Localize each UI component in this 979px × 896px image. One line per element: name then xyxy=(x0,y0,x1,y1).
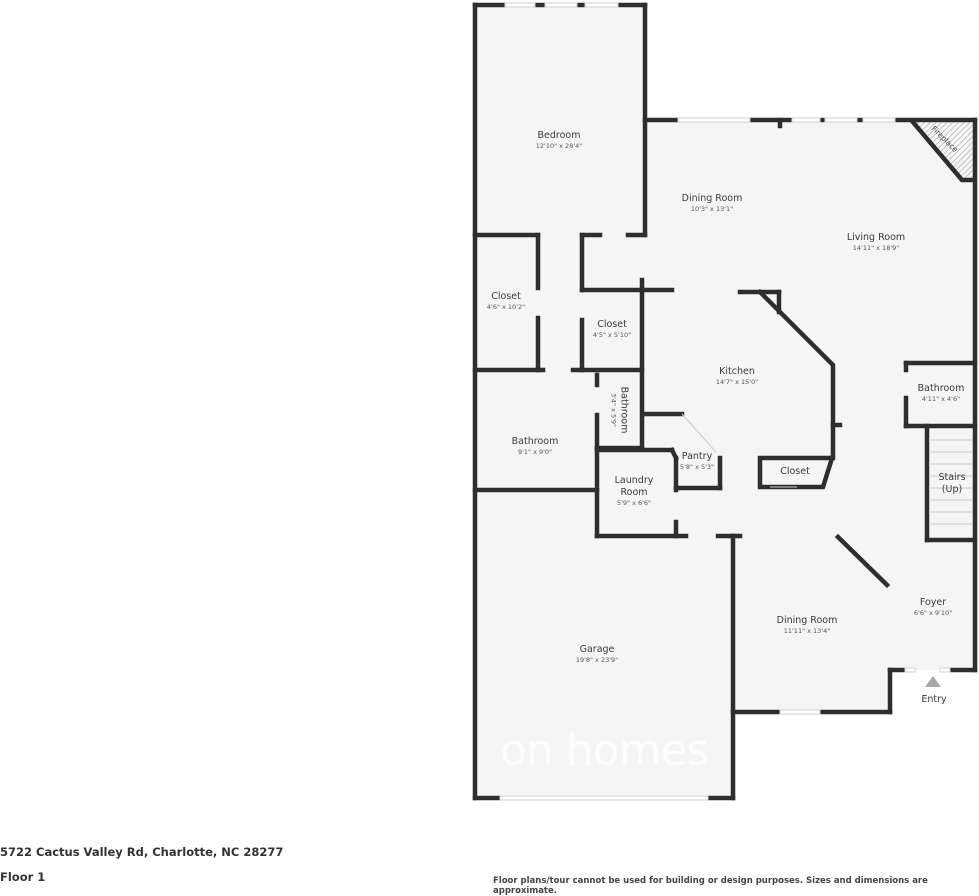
room-dimensions: 11'11" x 13'4" xyxy=(783,627,831,635)
room-dimensions: 3'4" x 5'9" xyxy=(609,392,618,428)
room-name: Bathroom xyxy=(618,386,630,434)
room-dimensions: 19'8" x 23'9" xyxy=(575,656,619,664)
room-bathroom-left: Bathroom 9'1" x 9'0" xyxy=(512,436,559,457)
entry-label: Entry xyxy=(921,694,947,705)
windows xyxy=(499,2,951,801)
room-dimensions: 14'11" x 18'9" xyxy=(852,244,900,252)
room-kitchen: Kitchen 14'7" x 15'0" xyxy=(716,366,758,387)
room-name: Dining Room xyxy=(681,193,743,204)
room-dimensions: 4'11" x 4'6" xyxy=(921,395,961,403)
watermark: on homes xyxy=(500,725,709,776)
room-closet-mid: Closet 4'5" x 5'10" xyxy=(593,319,631,340)
room-pantry: Pantry 5'8" x 5'3" xyxy=(680,451,714,472)
room-name: Closet xyxy=(491,291,521,302)
room-dining-upper: Dining Room 10'3" x 13'1" xyxy=(682,193,743,214)
room-dimensions: 9'1" x 9'0" xyxy=(517,448,553,456)
room-name: Garage xyxy=(579,644,615,655)
room-laundry: Laundry Room 5'9" x 6'6" xyxy=(615,475,654,508)
interior-walls xyxy=(472,232,978,589)
room-name: Foyer xyxy=(919,597,947,608)
room-name-line2: Room xyxy=(620,487,648,498)
room-closet-kitchen: Closet xyxy=(780,466,810,478)
room-name: Bathroom xyxy=(511,436,559,447)
disclaimer: Floor plans/tour cannot be used for buil… xyxy=(493,876,928,896)
room-name: Bedroom xyxy=(537,130,581,141)
room-dimensions: 6'6" x 9'10" xyxy=(913,609,953,617)
room-dimensions: 5'8" x 5'3" xyxy=(679,463,715,471)
floor-label: Floor 1 xyxy=(0,870,46,884)
room-name-line1: Laundry xyxy=(614,475,654,486)
room-dimensions: 5'9" x 6'6" xyxy=(616,499,652,507)
room-stairs: Stairs (Up) xyxy=(938,472,965,496)
room-living: Living Room 14'11" x 18'9" xyxy=(847,232,905,253)
room-dimensions: 4'6" x 10'2" xyxy=(486,303,526,311)
room-garage: Garage 19'8" x 23'9" xyxy=(576,644,618,665)
room-name: Dining Room xyxy=(776,615,838,626)
room-name: Pantry xyxy=(681,451,713,462)
room-dimensions: 10'3" x 13'1" xyxy=(690,205,734,213)
room-dining-lower: Dining Room 11'11" x 13'4" xyxy=(777,615,838,636)
entry-arrow-icon xyxy=(925,676,941,687)
room-bathroom-small: Bathroom 3'4" x 5'9" xyxy=(609,387,630,434)
stairs-direction: (Up) xyxy=(941,484,963,495)
room-dimensions: 4'5" x 5'10" xyxy=(592,331,632,339)
room-name: Bathroom xyxy=(917,383,965,394)
room-foyer: Foyer 6'6" x 9'10" xyxy=(914,597,952,618)
room-name: Living Room xyxy=(846,232,906,243)
doorways xyxy=(681,413,797,488)
property-address: 5722 Cactus Valley Rd, Charlotte, NC 282… xyxy=(0,845,284,859)
stair-treads xyxy=(929,439,973,525)
room-bedroom: Bedroom 12'10" x 28'4" xyxy=(536,130,582,151)
fireplace-wall xyxy=(908,117,976,183)
room-dimensions: 12'10" x 28'4" xyxy=(535,142,583,150)
room-name: Stairs xyxy=(938,472,966,483)
room-closet-left: Closet 4'6" x 10'2" xyxy=(487,291,525,312)
room-name: Kitchen xyxy=(719,366,755,377)
room-dimensions: 14'7" x 15'0" xyxy=(715,378,759,386)
room-name: Closet xyxy=(597,319,627,330)
room-name: Closet xyxy=(780,466,810,477)
room-bathroom-right: Bathroom 4'11" x 4'6" xyxy=(918,383,965,404)
exterior-walls xyxy=(472,2,978,801)
